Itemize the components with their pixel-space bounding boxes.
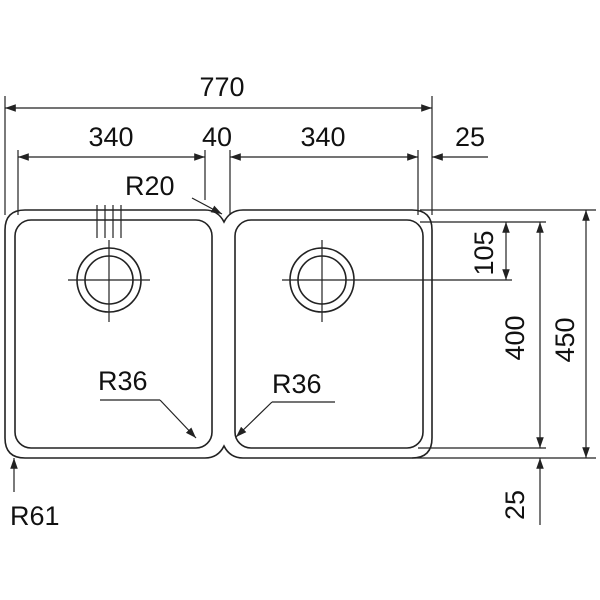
right-bowl-width-label: 340 <box>300 122 345 152</box>
divider-radius-label: R20 <box>125 171 175 201</box>
tap-hole-marks <box>96 205 122 238</box>
dim-overall-width: 770 <box>4 72 432 112</box>
dim-right-margin: 25 <box>432 122 488 161</box>
dim-left-bowl-width: 340 <box>17 122 205 161</box>
overall-width-label: 770 <box>199 72 244 102</box>
left-bowl-width-label: 340 <box>88 122 133 152</box>
radius-callout-divider: R20 <box>125 171 223 215</box>
right-drain <box>282 240 512 322</box>
right-margin-label: 25 <box>455 122 485 152</box>
extension-lines <box>4 96 596 459</box>
dim-bottom-margin: 25 <box>500 458 544 525</box>
right-bowl-radius-label: R36 <box>272 369 322 399</box>
overall-height-label: 450 <box>550 317 580 362</box>
top-offset-label: 105 <box>469 230 499 275</box>
left-drain <box>68 240 150 322</box>
radius-callout-outer: R61 <box>10 458 60 531</box>
dim-overall-height: 450 <box>550 210 590 458</box>
dim-bowl-height: 400 <box>500 222 544 448</box>
left-bowl-outline <box>14 219 213 449</box>
sink-outline <box>4 209 433 459</box>
right-bowl-outline <box>234 219 424 449</box>
bottom-margin-label: 25 <box>500 490 530 520</box>
gap-width-label: 40 <box>202 122 232 152</box>
outer-radius-label: R61 <box>10 501 60 531</box>
radius-callout-left-bowl: R36 <box>98 366 197 439</box>
dim-right-bowl-width: 340 <box>300 122 345 152</box>
left-bowl-radius-label: R36 <box>98 366 148 396</box>
dim-top-offset: 105 <box>469 222 510 280</box>
outer-flange-outline <box>4 209 433 459</box>
dim-gap-width: 40 <box>202 122 418 161</box>
bowl-height-label: 400 <box>500 315 530 360</box>
radius-callout-right-bowl: R36 <box>235 369 335 438</box>
